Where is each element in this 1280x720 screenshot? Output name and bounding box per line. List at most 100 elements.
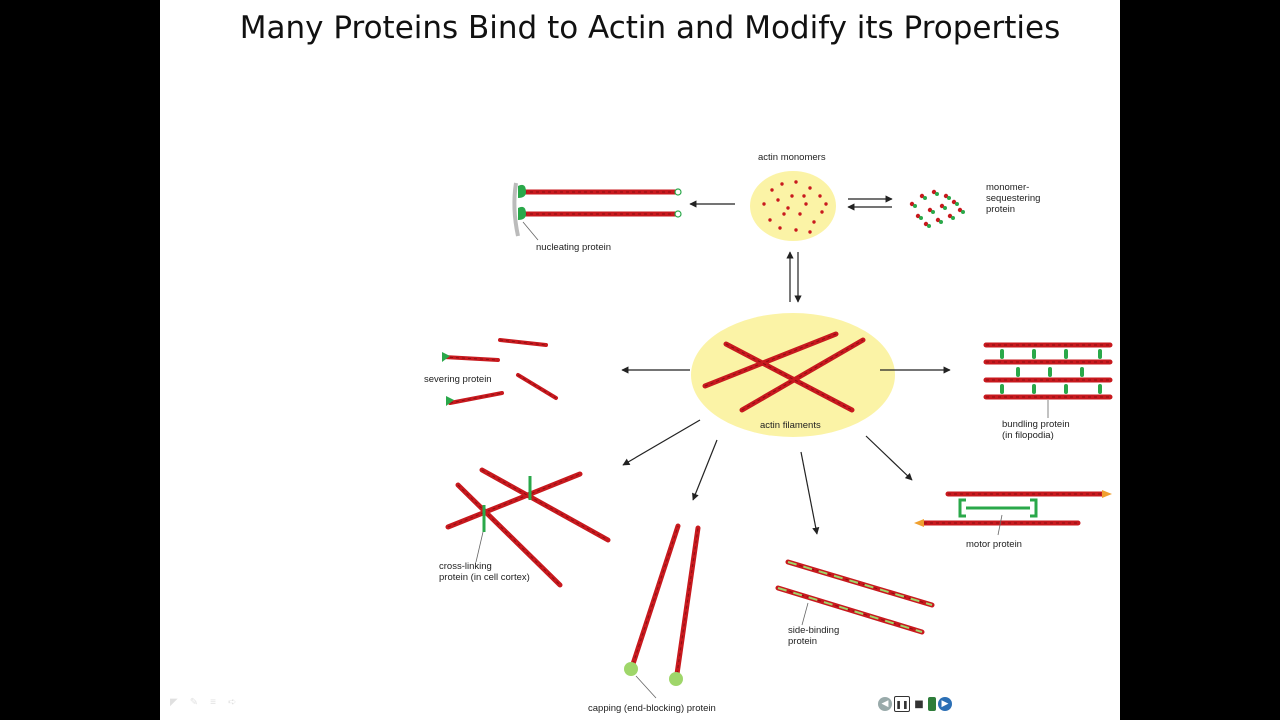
pen-icon[interactable]: ✎ xyxy=(189,697,199,708)
next-icon[interactable]: ▶ xyxy=(938,697,952,711)
arrow-to-capping xyxy=(692,439,718,501)
filament-core xyxy=(442,355,500,362)
monomer-dots xyxy=(762,180,828,234)
filament-core xyxy=(702,331,839,389)
sequestered-monomer xyxy=(931,189,937,195)
actin-monomer-dot xyxy=(808,186,812,190)
sequestered-monomer xyxy=(919,193,925,199)
label-crosslinking-2: protein (in cell cortex) xyxy=(439,572,530,583)
nucleating-pointer xyxy=(522,221,539,241)
actin-monomer-dot xyxy=(794,180,798,184)
label-motor: motor protein xyxy=(966,539,1022,550)
bundling-protein xyxy=(1000,384,1004,394)
filament-end-cap xyxy=(674,210,682,218)
filament-texture xyxy=(499,339,547,346)
arrow-icon[interactable]: ➪ xyxy=(227,697,237,708)
label-bundling-1: bundling protein xyxy=(1002,419,1070,430)
bundling-protein xyxy=(1032,384,1036,394)
sequestered-monomer xyxy=(909,201,915,207)
capped-filament-2 xyxy=(674,525,701,677)
label-crosslinking-1: cross-linking xyxy=(439,561,492,572)
motor-direction-left xyxy=(914,519,924,527)
filament-ellipse xyxy=(691,313,895,437)
actin-monomer-dot xyxy=(778,226,782,230)
crosslinked-filament-1 xyxy=(445,471,583,530)
sequestered-monomer xyxy=(923,221,929,227)
actin-monomer-dot xyxy=(786,206,790,210)
actin-monomer-dot xyxy=(780,182,784,186)
filament-core xyxy=(445,471,583,530)
label-bundling-2: (in filopodia) xyxy=(1002,430,1054,441)
sequestering-protein-dot xyxy=(935,192,939,196)
sequestering-protein-dot xyxy=(947,196,951,200)
label-capping: capping (end-blocking) protein xyxy=(588,703,716,714)
bundling-protein xyxy=(1048,367,1052,377)
actin-monomer-dot xyxy=(824,202,828,206)
bar-icon[interactable] xyxy=(928,697,936,711)
sequestered-monomer xyxy=(935,217,941,223)
bundling-protein xyxy=(1064,384,1068,394)
sidebound-filament-2 xyxy=(775,585,925,635)
bundling-protein xyxy=(1064,349,1068,359)
actin-monomer-dot xyxy=(820,210,824,214)
bundling-protein xyxy=(1016,367,1020,377)
filament-core xyxy=(455,482,563,588)
arrow-to-motor xyxy=(865,435,913,481)
filament-texture xyxy=(777,587,923,633)
actin-diagram: actin monomers monomer- sequestering pro… xyxy=(424,152,1113,714)
label-monomer-sequestering-3: protein xyxy=(986,204,1015,215)
label-sidebinding-1: side-binding xyxy=(788,625,839,636)
prev-icon[interactable]: ◀ xyxy=(878,697,892,711)
severed-fragment-4 xyxy=(448,391,504,405)
sequestering-protein-dot xyxy=(931,210,935,214)
crosslinked-filament-3 xyxy=(455,482,563,588)
pointer-icon[interactable]: ◤ xyxy=(170,697,178,708)
actin-monomer-dot xyxy=(776,198,780,202)
sequestered-monomer xyxy=(915,213,921,219)
label-sidebinding-2: protein xyxy=(788,636,817,647)
sequestering-protein-dot xyxy=(923,196,927,200)
menu-icon[interactable]: ≡ xyxy=(210,697,216,708)
label-severing: severing protein xyxy=(424,374,492,385)
motor-direction-right xyxy=(1102,490,1112,498)
stop-icon[interactable]: ■ xyxy=(914,698,924,710)
actin-monomer-dot xyxy=(802,194,806,198)
label-actin-monomers: actin monomers xyxy=(758,152,826,163)
sequestered-monomer xyxy=(943,193,949,199)
filament-texture xyxy=(676,527,699,675)
sequestering-protein-dot xyxy=(961,210,965,214)
pause-icon[interactable]: ❚❚ xyxy=(894,696,910,712)
bundling-protein xyxy=(1032,349,1036,359)
slideshow-left-toolbar: ◤ ✎ ≡ ➪ xyxy=(170,697,236,708)
actin-monomer-dot xyxy=(768,218,772,222)
sequestering-protein-dot xyxy=(955,202,959,206)
label-monomer-sequestering-1: monomer- xyxy=(986,182,1029,193)
capping-protein-2 xyxy=(669,672,683,686)
slide-title: Many Proteins Bind to Actin and Modify i… xyxy=(239,10,1061,46)
actin-monomer-dot xyxy=(762,202,766,206)
monomer-pool-ellipse xyxy=(750,171,836,241)
sequestering-protein-dot xyxy=(951,216,955,220)
label-nucleating: nucleating protein xyxy=(536,242,611,253)
crosslinked-filament-2 xyxy=(479,467,611,543)
sequestering-group xyxy=(909,189,965,228)
sequestering-protein-dot xyxy=(927,224,931,228)
capping-pointer xyxy=(635,675,657,699)
capping-protein-1 xyxy=(624,662,638,676)
nucleating-protein-top xyxy=(518,184,526,198)
sequestered-monomer xyxy=(947,213,953,219)
sequestered-monomer xyxy=(951,199,957,205)
motor-pointer xyxy=(997,514,1003,536)
actin-monomer-dot xyxy=(782,212,786,216)
arrow-to-sidebinding xyxy=(800,451,820,535)
actin-monomer-dot xyxy=(794,228,798,232)
filament-texture xyxy=(632,525,679,665)
severing-protein-2 xyxy=(446,396,454,406)
label-monomer-sequestering-2: sequestering xyxy=(986,193,1040,204)
sidebound-filament-1 xyxy=(785,559,935,608)
crosslink-pointer xyxy=(475,531,484,563)
filament-texture xyxy=(517,374,557,399)
actin-monomer-dot xyxy=(812,220,816,224)
central-filament-3 xyxy=(723,341,855,413)
membrane-curve xyxy=(512,182,520,237)
